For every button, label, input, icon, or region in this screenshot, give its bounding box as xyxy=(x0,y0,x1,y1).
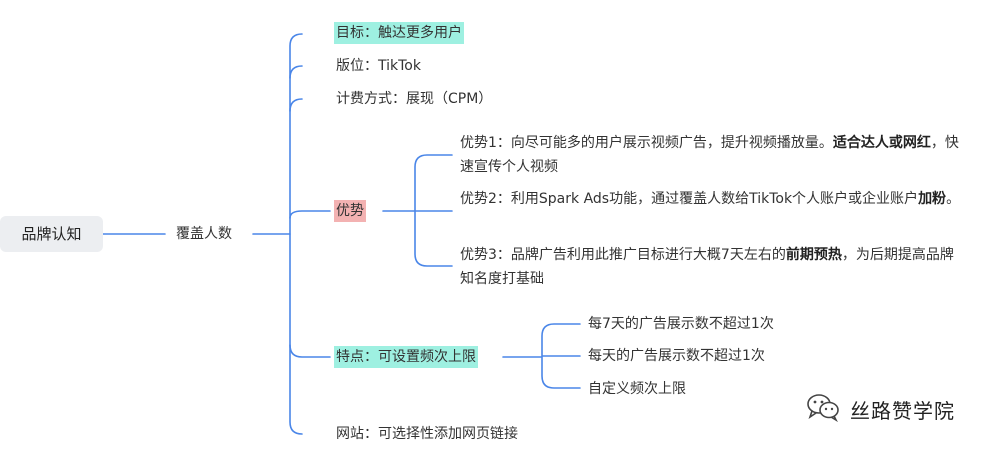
root-node[interactable]: 品牌认知 xyxy=(0,216,103,252)
watermark: 丝路赞学院 xyxy=(806,392,955,426)
frequency-custom[interactable]: 自定义频次上限 xyxy=(588,381,686,397)
branch-node-coverage[interactable]: 覆盖人数 xyxy=(176,226,232,242)
frequency-7day[interactable]: 每7天的广告展示数不超过1次 xyxy=(588,316,774,332)
connector-trunk xyxy=(289,33,303,435)
placement-node[interactable]: 版位：TikTok xyxy=(336,58,421,74)
wechat-icon xyxy=(806,392,840,426)
advantage-node[interactable]: 优势 xyxy=(334,200,366,222)
advantage-1[interactable]: 优势1：向尽可能多的用户展示视频广告，提升视频播放量。适合达人或网红，快速宣传个… xyxy=(460,135,959,175)
features-node[interactable]: 特点：可设置频次上限 xyxy=(334,346,478,368)
advantage-3[interactable]: 优势3：品牌广告利用此推广目标进行大概7天左右的前期预热，为后期提高品牌知名度打… xyxy=(460,247,954,287)
advantage-2[interactable]: 优势2：利用Spark Ads功能，通过覆盖人数给TikTok个人账户或企业账户… xyxy=(460,191,961,207)
connector-advantage xyxy=(382,154,453,267)
frequency-daily[interactable]: 每天的广告展示数不超过1次 xyxy=(588,348,765,364)
connector-features xyxy=(502,323,581,389)
goal-node[interactable]: 目标：触达更多用户 xyxy=(334,22,464,44)
billing-node[interactable]: 计费方式：展现（CPM） xyxy=(336,91,493,107)
website-node[interactable]: 网站：可选择性添加网页链接 xyxy=(336,426,518,442)
watermark-text: 丝路赞学院 xyxy=(850,398,955,423)
